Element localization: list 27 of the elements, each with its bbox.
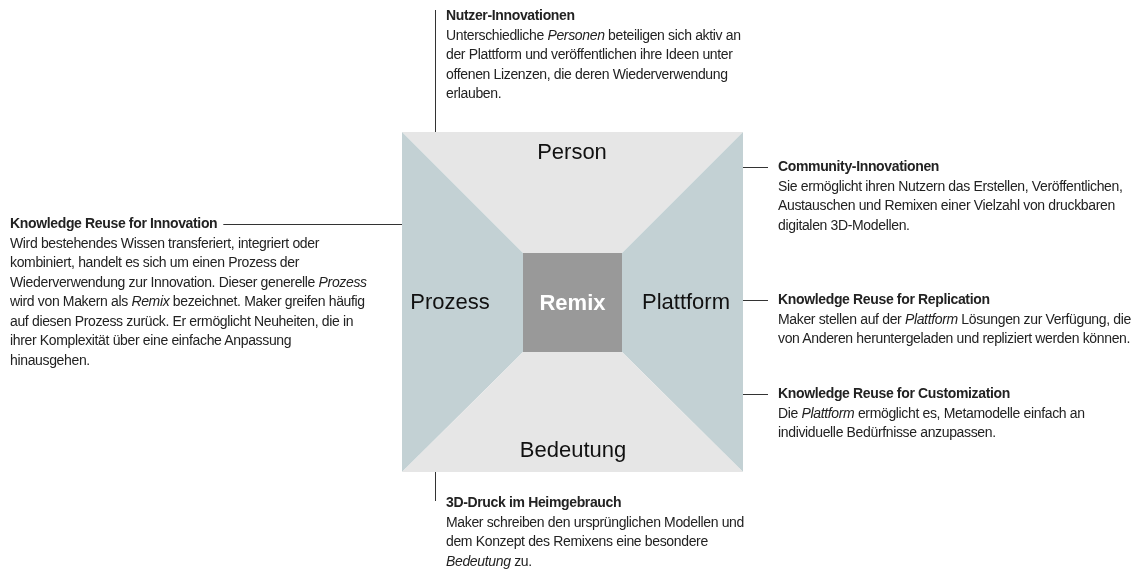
center-box <box>523 253 622 352</box>
annotation-text: Die Plattform ermöglicht es, Metamodelle einfach an individuelle Bedürfnisse anzupassen. <box>778 403 1086 442</box>
annotation-heading: Nutzer-Innovationen <box>446 6 575 25</box>
segment-label: Bedeutung <box>519 437 627 463</box>
annotation-text: Unterschiedliche Personen beteiligen sich aktiv an der Plattform und veröffentlichen ihre Ideen unter offenen Lizenzen, die deren Wiederverwendung erlauben. <box>446 25 742 103</box>
leader-line <box>222 224 403 225</box>
annotation-text: Maker schreiben den ursprünglichen Modellen und dem Konzept des Remixens eine besondere Bedeutung zu. <box>446 512 745 571</box>
center-label: Remix <box>539 289 606 316</box>
leader-line <box>435 9 436 133</box>
annotation-heading: Community-Innovationen <box>778 157 940 176</box>
annotation-text: Sie ermöglicht ihren Nutzern das Erstellen, Veröffentlichen, Austauschen und Remixen einer Vielzahl von druckbaren digitalen 3D-Modellen. <box>778 176 1124 235</box>
triangle-segment <box>402 352 743 472</box>
segment-label: Plattform <box>642 289 730 315</box>
annotation-heading: Knowledge Reuse for Replication <box>778 290 990 309</box>
triangle-segment <box>402 132 523 472</box>
leader-line <box>435 471 436 502</box>
triangle-segment <box>402 132 743 253</box>
annotation-heading: Knowledge Reuse for Innovation <box>10 214 218 233</box>
leader-line <box>742 300 769 301</box>
annotation-text: Maker stellen auf der Plattform Lösungen zur Verfügung, die von Anderen heruntergeladen und repliziert werden können. <box>778 309 1132 348</box>
annotation-heading: 3D-Druck im Heimgebrauch <box>446 493 622 512</box>
segment-label: Person <box>537 139 607 165</box>
annotation-text: Wird bestehendes Wissen transferiert, integriert oder kombiniert, handelt es sich um einen Prozess der Wiederverwendung zur Innovation. Dieser generelle Prozess wird von Makern als Remix bezeichnet. Maker greifen häufig auf diesen Prozess zurück. Er ermöglicht Neuheiten, die in ihrer Komplexität über eine einfache Anpassung hinausgehen. <box>10 233 368 370</box>
leader-line <box>742 394 769 395</box>
segment-label: Prozess <box>410 289 490 315</box>
leader-line <box>742 167 769 168</box>
annotation-heading: Knowledge Reuse for Customization <box>778 384 1010 403</box>
